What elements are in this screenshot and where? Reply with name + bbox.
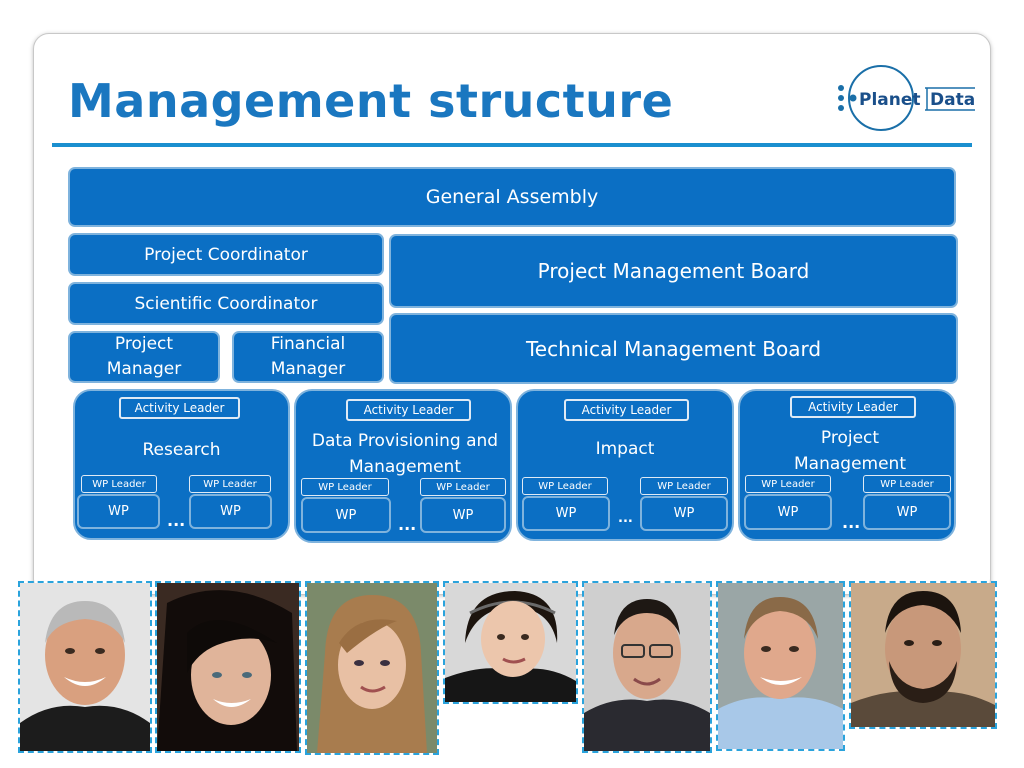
ellipsis: ... bbox=[842, 513, 861, 532]
logo-word-planet: Planet bbox=[859, 90, 921, 110]
financial-manager-box: Financial Manager bbox=[232, 331, 384, 383]
activity-name: Project Management bbox=[794, 428, 906, 474]
wp-box: WP bbox=[301, 497, 391, 533]
general-assembly-box: General Assembly bbox=[68, 167, 956, 227]
activity-project-management: Activity Leader Project Management WP Le… bbox=[738, 389, 956, 541]
scientific-coordinator-label: Scientific Coordinator bbox=[134, 293, 318, 314]
activity-data-provisioning: Activity Leader Data Provisioning and Ma… bbox=[294, 389, 512, 543]
wp-leader-tag: WP Leader bbox=[420, 478, 506, 496]
wp-leader-tag: WP Leader bbox=[640, 477, 728, 495]
person-photo-icon bbox=[851, 583, 995, 727]
scientific-coordinator-box: Scientific Coordinator bbox=[68, 282, 384, 325]
ellipsis: ... bbox=[398, 515, 417, 534]
activity-leader-tag: Activity Leader bbox=[346, 399, 471, 421]
activity-research: Activity Leader Research WP Leader WP Le… bbox=[73, 389, 290, 540]
activity-leader-tag: Activity Leader bbox=[790, 396, 916, 418]
wp-leader-tag: WP Leader bbox=[863, 475, 951, 493]
portrait-photo-4 bbox=[443, 581, 578, 704]
portrait-photo-2 bbox=[155, 581, 301, 753]
ellipsis: ... bbox=[167, 511, 186, 530]
activity-impact: Activity Leader Impact WP Leader WP Lead… bbox=[516, 389, 734, 541]
wp-box: WP bbox=[744, 494, 832, 530]
project-manager-label: Project Manager bbox=[106, 334, 182, 379]
wp-box: WP bbox=[77, 494, 160, 529]
planet-data-logo: Planet Data bbox=[835, 58, 975, 138]
title-divider bbox=[52, 143, 972, 147]
project-coordinator-box: Project Coordinator bbox=[68, 233, 384, 276]
wp-leader-tag: WP Leader bbox=[745, 475, 831, 493]
project-management-board-label: Project Management Board bbox=[537, 259, 810, 283]
project-management-board-box: Project Management Board bbox=[389, 234, 958, 308]
portrait-photo-3 bbox=[305, 581, 439, 755]
person-photo-icon bbox=[445, 583, 576, 702]
portrait-photo-6 bbox=[716, 581, 845, 751]
wp-box: WP bbox=[420, 497, 506, 533]
person-photo-icon bbox=[20, 583, 150, 751]
person-photo-icon bbox=[157, 583, 299, 751]
wp-box: WP bbox=[640, 496, 728, 531]
activity-name: Impact bbox=[595, 439, 655, 459]
page-title: Management structure bbox=[68, 74, 674, 128]
ellipsis: ... bbox=[618, 511, 633, 526]
activity-leader-tag: Activity Leader bbox=[119, 397, 240, 419]
wp-leader-tag: WP Leader bbox=[189, 475, 271, 493]
wp-leader-tag: WP Leader bbox=[301, 478, 389, 496]
activity-leader-tag: Activity Leader bbox=[564, 399, 689, 421]
wp-box: WP bbox=[189, 494, 272, 529]
wp-box: WP bbox=[522, 496, 610, 531]
wp-leader-tag: WP Leader bbox=[522, 477, 608, 495]
portrait-photo-7 bbox=[849, 581, 997, 729]
project-manager-box: Project Manager bbox=[68, 331, 220, 383]
technical-management-board-label: Technical Management Board bbox=[525, 336, 822, 361]
wp-leader-tag: WP Leader bbox=[81, 475, 157, 493]
wp-box: WP bbox=[863, 494, 951, 530]
general-assembly-label: General Assembly bbox=[425, 186, 599, 208]
portrait-photo-5 bbox=[582, 581, 712, 753]
person-photo-icon bbox=[307, 583, 437, 753]
technical-management-board-box: Technical Management Board bbox=[389, 313, 958, 384]
planet-data-logo-icon: Planet Data bbox=[838, 65, 975, 131]
project-coordinator-label: Project Coordinator bbox=[144, 244, 308, 265]
activity-name: Research bbox=[142, 440, 221, 460]
activity-name: Data Provisioning and Management bbox=[311, 431, 499, 477]
logo-word-data: Data bbox=[930, 90, 975, 110]
person-photo-icon bbox=[718, 583, 843, 749]
person-photo-icon bbox=[584, 583, 710, 751]
financial-manager-label: Financial Manager bbox=[270, 334, 346, 379]
portrait-photo-1 bbox=[18, 581, 152, 753]
